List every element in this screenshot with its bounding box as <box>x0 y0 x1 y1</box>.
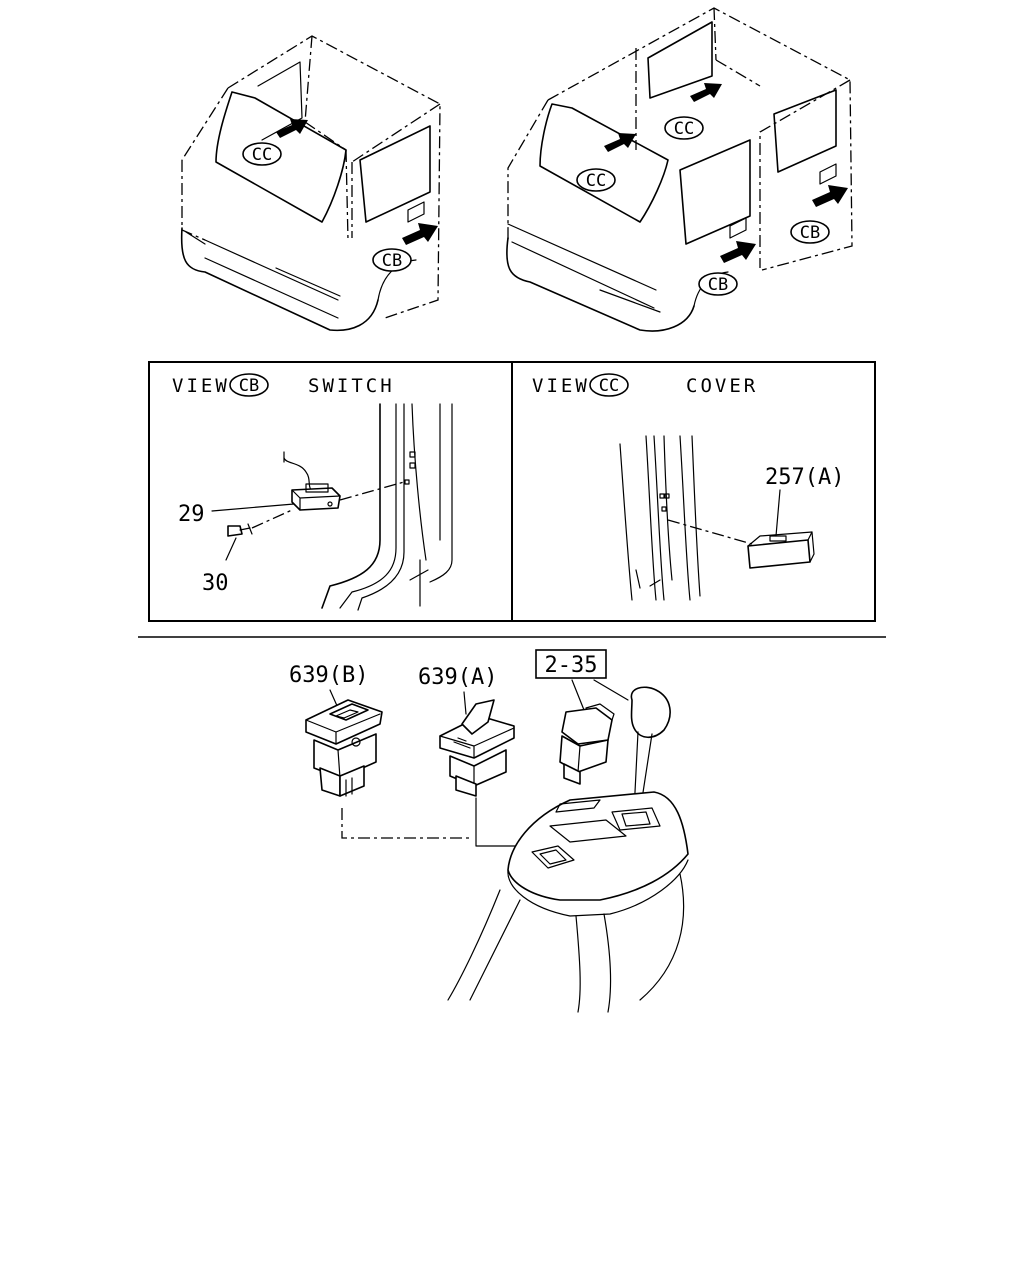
view-switch-prefix: VIEW <box>172 375 230 397</box>
part-label-639a: 639(A) <box>418 665 497 690</box>
part-label-257a: 257(A) <box>765 465 844 490</box>
view-switch-ref: CB <box>239 376 259 396</box>
callout-cb: CB <box>708 275 728 295</box>
view-cover-panel: VIEW CC COVER 257(A) <box>532 373 844 601</box>
view-switch-panel: VIEW CB SWITCH 29 30 <box>172 373 453 611</box>
reference-box-label: 2-35 <box>545 653 598 678</box>
part-label-30: 30 <box>202 571 229 596</box>
console-illustration: 639(B) 639(A) 2-35 <box>289 649 689 1013</box>
callout-cc: CC <box>674 119 694 139</box>
callout-cb: CB <box>382 251 402 271</box>
crew-cab-truck-illustration: CC CC CB CB <box>506 7 853 332</box>
callout-cc: CC <box>586 171 606 191</box>
callout-cb: CB <box>800 223 820 243</box>
view-switch-title: SWITCH <box>308 375 395 397</box>
single-cab-truck-illustration: CC CB <box>180 35 441 332</box>
part-label-29: 29 <box>178 502 205 527</box>
view-cover-ref: CC <box>599 376 619 396</box>
view-cover-prefix: VIEW <box>532 375 590 397</box>
view-cover-title: COVER <box>686 375 758 397</box>
part-label-639b: 639(B) <box>289 663 368 688</box>
callout-cc: CC <box>252 145 272 165</box>
